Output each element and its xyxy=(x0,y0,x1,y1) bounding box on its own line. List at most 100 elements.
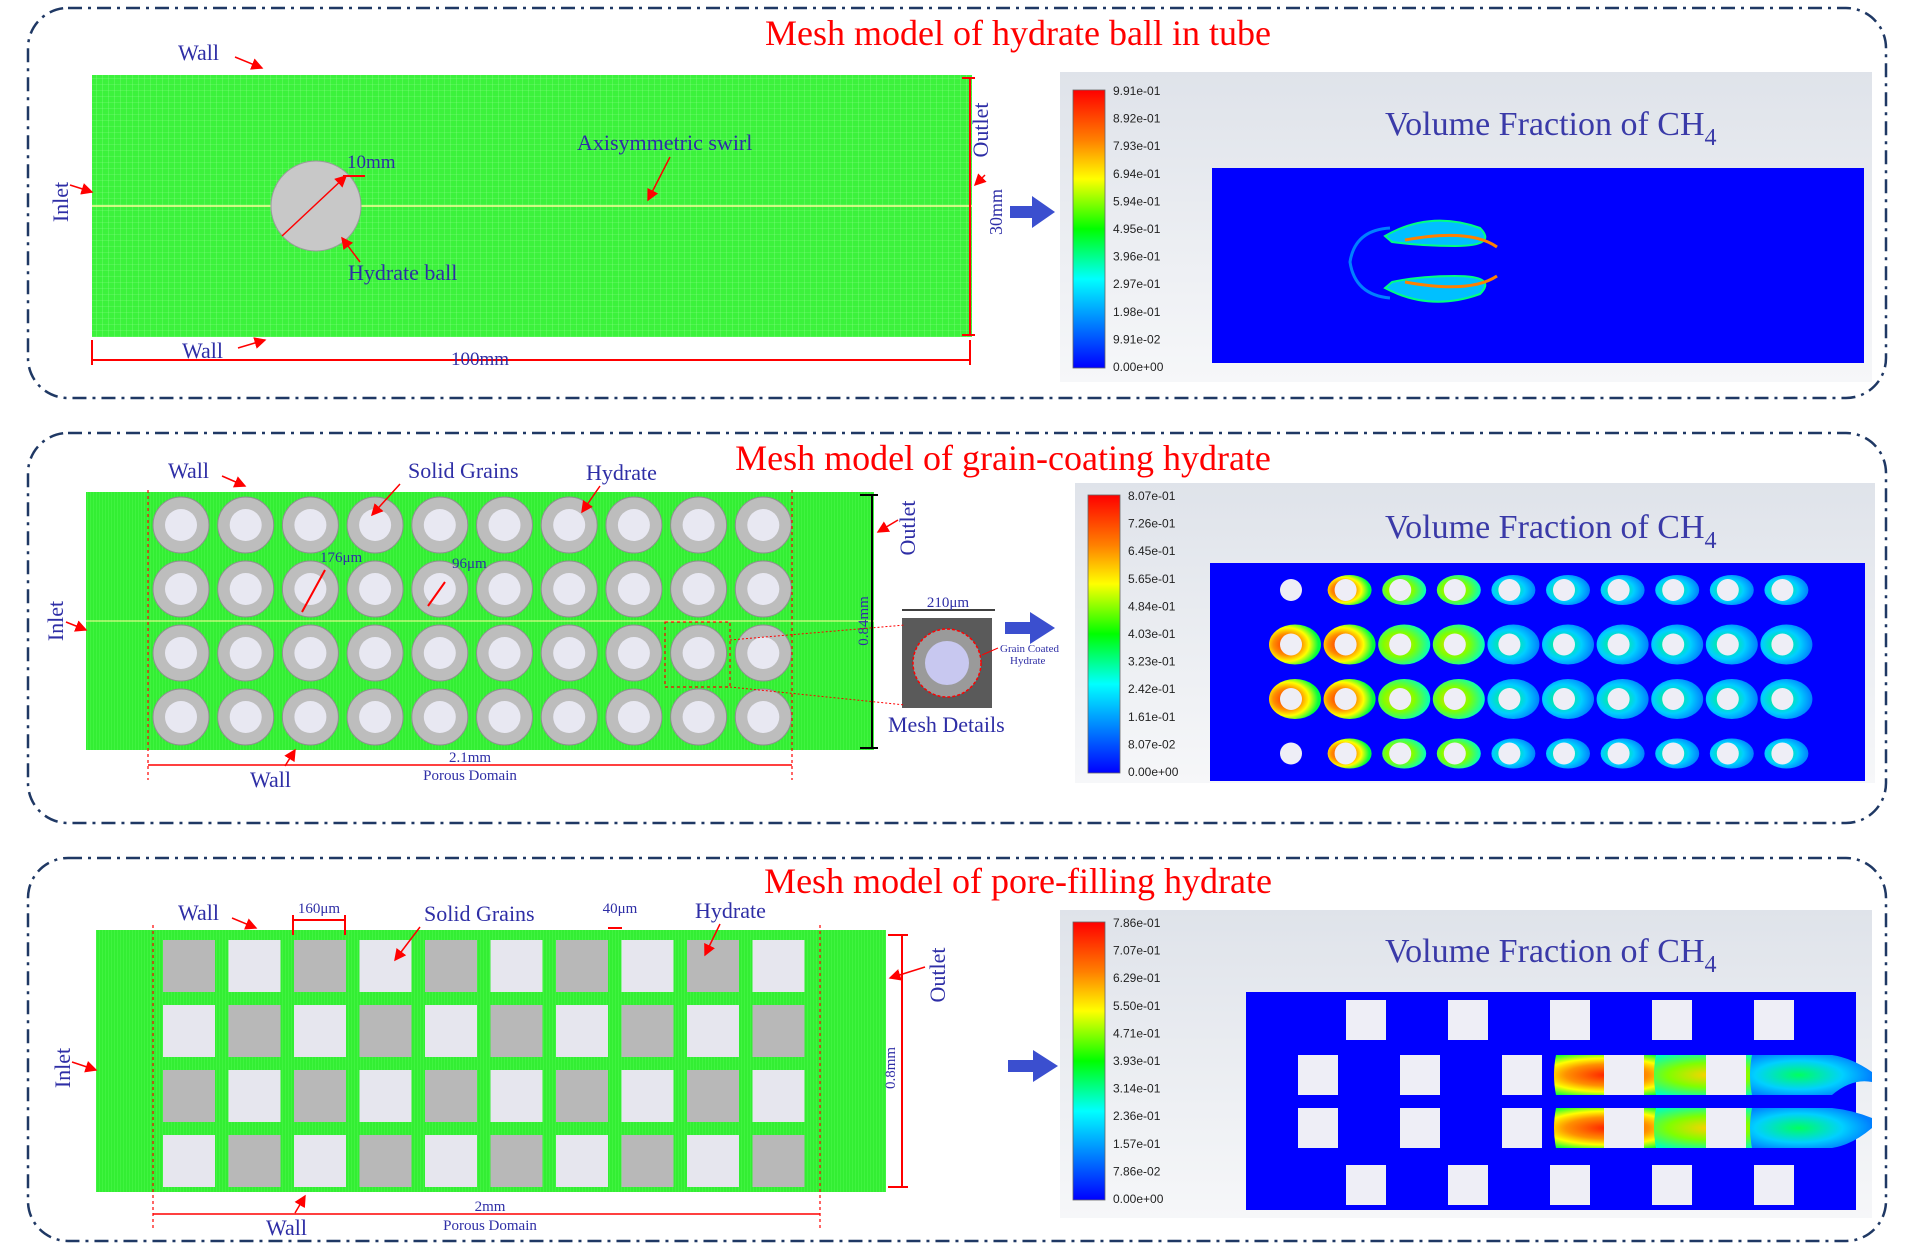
solid-grain xyxy=(359,509,392,541)
solid-grain xyxy=(359,573,392,605)
solid-grain xyxy=(423,509,456,541)
solid-grain xyxy=(359,701,392,733)
label-wall-bottom: Wall xyxy=(250,767,291,792)
solid-grain xyxy=(617,573,650,605)
solid-grain xyxy=(1400,1055,1440,1095)
label-grain-coated-2: Hydrate xyxy=(1010,655,1046,667)
solid-grain xyxy=(1298,1055,1338,1095)
label-grain-coated: Grain Coated xyxy=(1000,643,1059,655)
label-dim-inner: 96μm xyxy=(452,556,487,572)
detail-grain xyxy=(925,641,969,685)
label-height: 0.8mm xyxy=(883,1047,899,1089)
solid-grain xyxy=(1716,633,1739,656)
solid-grain xyxy=(556,1005,608,1057)
scale-tick-label: 7.93e-01 xyxy=(1113,139,1161,153)
scale-tick-label: 1.57e-01 xyxy=(1113,1137,1161,1151)
label-length: 2mm xyxy=(475,1199,506,1215)
arrow-wall-top xyxy=(234,56,264,70)
label-porous: Porous Domain xyxy=(443,1218,537,1234)
solid-grain xyxy=(488,573,521,605)
label-dim-gap: 40μm xyxy=(603,901,638,917)
transition-arrow xyxy=(1008,1050,1058,1082)
hydrate-block xyxy=(359,1135,412,1187)
solid-grain xyxy=(1553,742,1575,765)
transition-arrow xyxy=(1010,196,1055,228)
arrow-ball xyxy=(341,236,361,263)
solid-grain xyxy=(1553,579,1575,601)
hydrate-block xyxy=(752,1005,805,1057)
solid-grain xyxy=(1716,688,1739,710)
hydrate-block xyxy=(425,1070,477,1122)
label-inlet: Inlet xyxy=(43,601,68,641)
solid-grain xyxy=(229,637,262,669)
panel-title: Mesh model of grain-coating hydrate xyxy=(735,438,1271,478)
solid-grain xyxy=(228,1070,281,1122)
scale-tick-label: 2.97e-01 xyxy=(1113,277,1161,291)
solid-grain xyxy=(1662,742,1685,765)
contour-grains xyxy=(1269,575,1813,769)
arrow-solid-grains xyxy=(370,483,401,517)
solid-grain xyxy=(621,940,674,992)
panel-border xyxy=(26,856,1888,1243)
scale-tick-label: 4.84e-01 xyxy=(1128,599,1176,613)
panel-hydrate-ball: Mesh model of hydrate ball in tube Wall … xyxy=(26,6,1888,400)
hydrate-block xyxy=(752,1135,805,1187)
color-scale-labels: 9.91e-018.92e-017.93e-016.94e-015.94e-01… xyxy=(1113,84,1164,374)
label-wall-bottom: Wall xyxy=(182,338,223,363)
solid-grain xyxy=(682,509,715,541)
hydrate-block xyxy=(294,940,346,992)
arrow-solid-grains xyxy=(394,926,421,962)
solid-grain xyxy=(165,637,197,669)
hydrate-block xyxy=(359,1005,412,1057)
solid-grain xyxy=(488,509,521,541)
scale-tick-label: 9.91e-02 xyxy=(1113,332,1161,346)
arrow-wall-bottom xyxy=(237,337,267,349)
solid-grain xyxy=(1502,1055,1542,1095)
arrow-wall-bottom xyxy=(294,1194,306,1214)
hydrate-plume-lower xyxy=(1750,1108,1872,1148)
scale-tick-label: 7.26e-01 xyxy=(1128,517,1176,531)
scale-tick-label: 6.29e-01 xyxy=(1113,971,1161,985)
arrow-grain-coated xyxy=(981,647,999,656)
label-inlet: Inlet xyxy=(50,1048,75,1088)
solid-grain xyxy=(1662,579,1685,601)
scale-tick-label: 3.93e-01 xyxy=(1113,1054,1161,1068)
scale-tick-label: 7.86e-01 xyxy=(1113,916,1161,930)
solid-grain xyxy=(294,637,327,669)
color-scale-bar xyxy=(1072,89,1106,369)
arrow-inlet xyxy=(71,1060,98,1073)
solid-grain xyxy=(617,637,650,669)
solid-grain xyxy=(425,1005,477,1057)
solid-grain xyxy=(359,1070,412,1122)
solid-grain xyxy=(1754,1000,1794,1040)
detail-region xyxy=(664,621,731,688)
hydrate-block xyxy=(621,1005,674,1057)
dim-outer-line xyxy=(301,569,326,613)
solid-grain xyxy=(490,940,543,992)
solid-grain xyxy=(1498,688,1521,710)
solid-grain xyxy=(1716,579,1739,601)
solid-grain xyxy=(1280,633,1302,656)
grain-array xyxy=(152,496,792,746)
contour-plume-top-hot xyxy=(1404,233,1498,249)
grain-array xyxy=(163,940,805,1187)
label-height: 0.84mm xyxy=(856,596,872,646)
scale-tick-label: 3.96e-01 xyxy=(1113,250,1161,264)
solid-grain xyxy=(553,637,586,669)
hydrate-block xyxy=(556,940,608,992)
solid-grain xyxy=(228,940,281,992)
solid-grain xyxy=(1334,579,1357,601)
solid-grain xyxy=(423,637,456,669)
solid-grain xyxy=(752,940,805,992)
solid-grain xyxy=(488,637,521,669)
solid-grain xyxy=(1771,633,1794,656)
solid-grain xyxy=(1448,1000,1488,1040)
solid-grain xyxy=(1771,579,1794,601)
solid-grain xyxy=(1280,688,1302,710)
solid-grain xyxy=(1334,633,1357,656)
solid-grain xyxy=(687,1135,739,1187)
label-hydrate: Hydrate xyxy=(586,460,657,485)
arrow-outlet xyxy=(888,966,926,981)
label-outlet: Outlet xyxy=(895,501,920,556)
solid-grain xyxy=(229,701,262,733)
